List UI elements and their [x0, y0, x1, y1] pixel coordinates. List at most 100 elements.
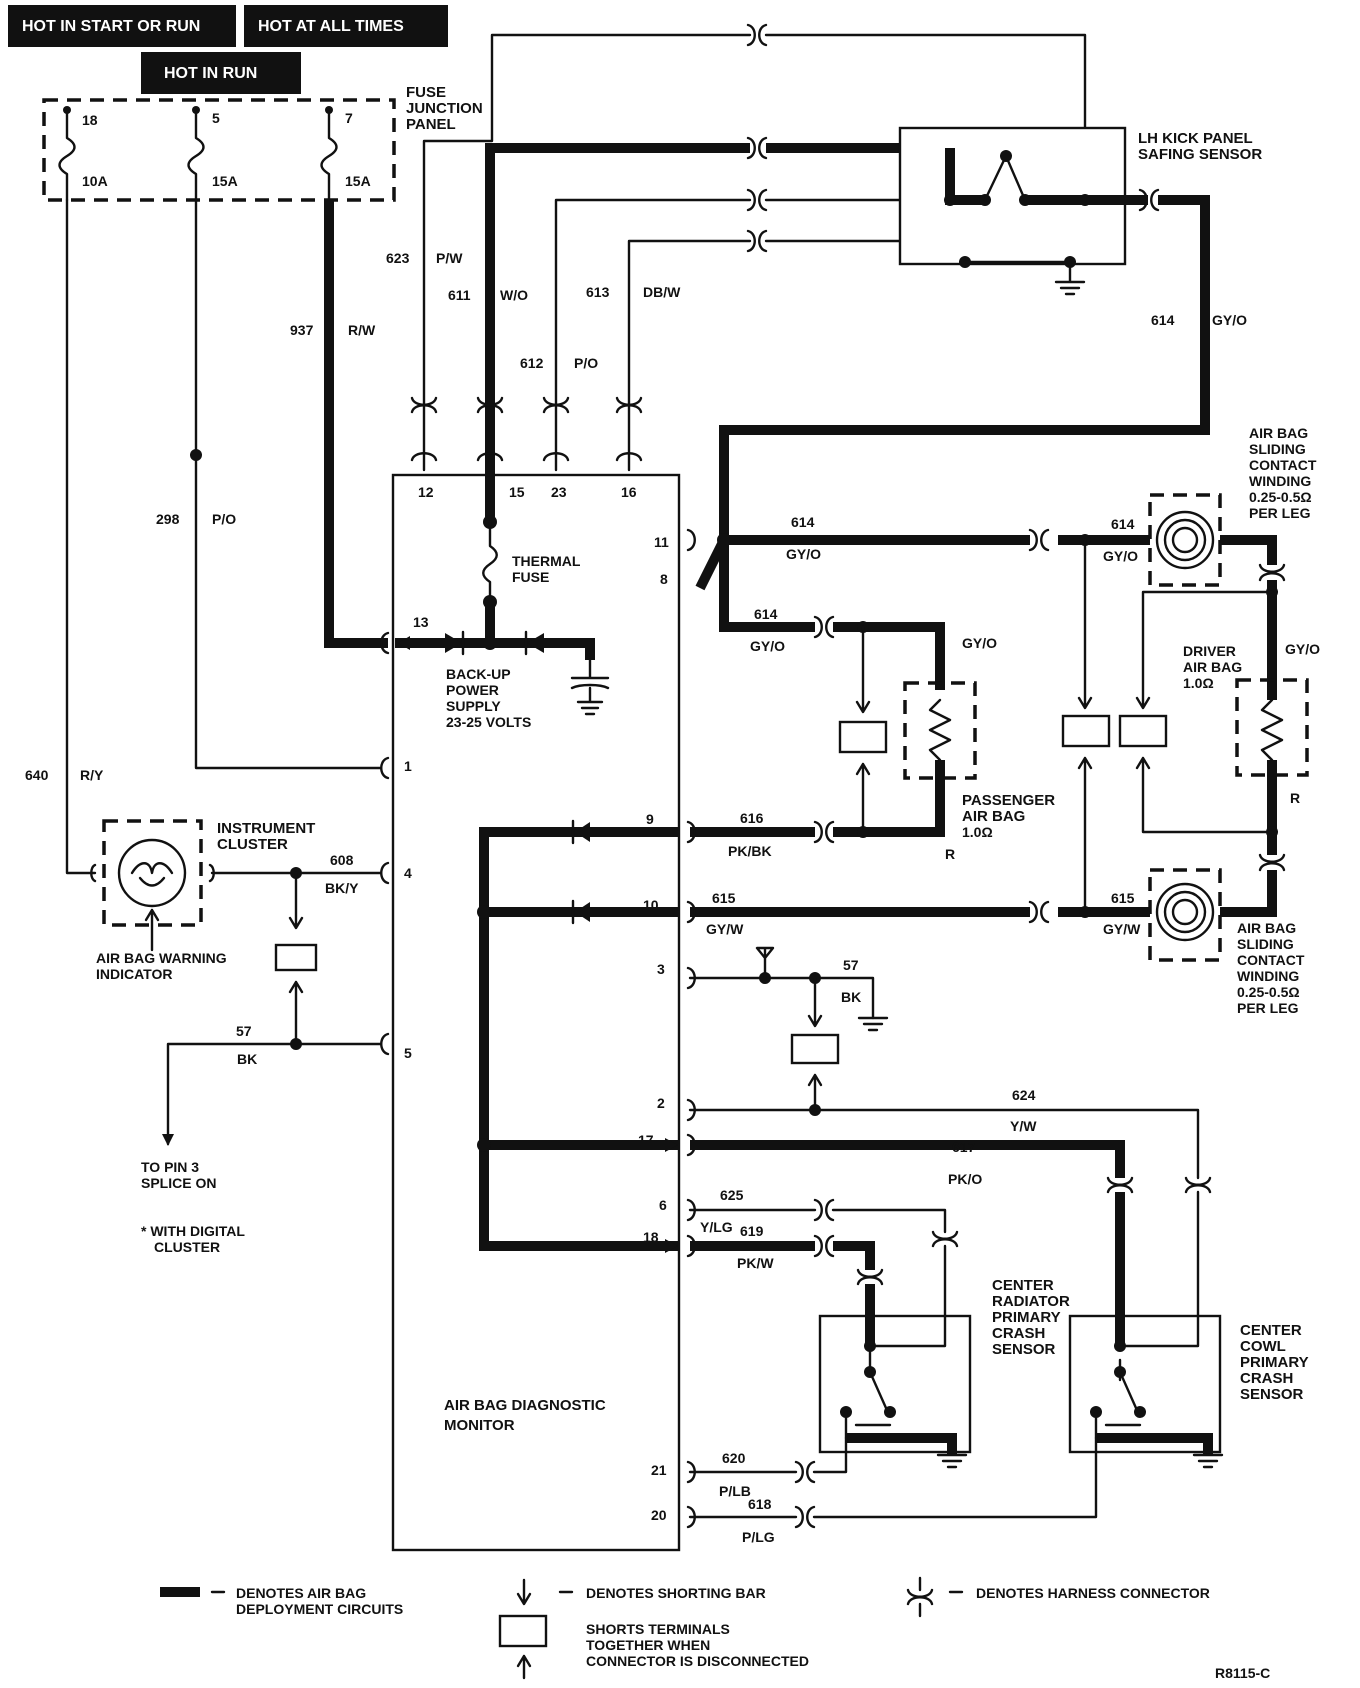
warning-indicator-pointer: [144, 908, 160, 952]
top-contact-winding-inner: [1163, 518, 1207, 562]
backup-label-3: SUPPLY: [446, 698, 501, 714]
pin-15-label: 15: [509, 484, 525, 500]
wire-612-color: P/O: [574, 355, 598, 371]
fuse-18-rating: 10A: [82, 173, 108, 189]
wire-614-passenger-color: GY/O: [750, 638, 785, 654]
wire-616-splice: [857, 826, 869, 838]
wire-616-number: 616: [740, 810, 764, 826]
wire-57-splice: [290, 1038, 302, 1050]
pin-6-label: 6: [659, 1197, 667, 1213]
wire-625-color: Y/LG: [700, 1219, 733, 1235]
wire-611-color: W/O: [500, 287, 528, 303]
driver-gyo-label: GY/O: [1285, 641, 1320, 657]
cowl-label-2: COWL: [1240, 1338, 1286, 1355]
pin-2-label: 2: [657, 1095, 665, 1111]
wire-57-left-color: BK: [237, 1051, 257, 1067]
hot-in-run-box: [141, 52, 301, 94]
bottom-contact-winding-icon: [1155, 882, 1215, 942]
bottom-winding-label-6: PER LEG: [1237, 1000, 1299, 1016]
hot-all-times-label: HOT AT ALL TIMES: [258, 18, 404, 35]
hot-start-run-label: HOT IN START OR RUN: [22, 18, 200, 35]
radiator-sensor-outline: [818, 1314, 972, 1454]
radiator-label-1: CENTER: [992, 1277, 1054, 1294]
pin-16-connector-top-icon: [615, 396, 643, 414]
safing-sensor-label-1: LH KICK PANEL: [1138, 130, 1253, 147]
bottom-contact-winding-core: [1171, 898, 1199, 926]
center-cowl-primary-crash-sensor: 617 PK/O CENTER COWL PRIMARY CRASH SENSO…: [686, 1133, 1309, 1469]
figure-id: R8115-C: [1215, 1665, 1270, 1681]
wire-625-connector-icon: [813, 1198, 835, 1222]
fuse-5-icon: [187, 108, 205, 202]
bottom-winding-label-5: 0.25-0.5Ω: [1237, 984, 1300, 1000]
wire-615-winding-color: GY/W: [1103, 921, 1141, 937]
wire-619-connector-icon: [813, 1234, 835, 1258]
pin-1-label: 1: [404, 758, 412, 774]
pin-12-connector-bottom-icon: [410, 452, 438, 462]
wire-614-feed: [719, 195, 1210, 540]
bottom-winding-label-2: SLIDING: [1237, 936, 1294, 952]
pin-15-connector-bottom-icon: [476, 452, 504, 462]
bottom-contact-winding-inner: [1163, 890, 1207, 934]
top-winding-label-2: SLIDING: [1249, 441, 1306, 457]
legend-shorts-3: CONNECTOR IS DISCONNECTED: [586, 1653, 809, 1669]
pin-17-arrow-icon: [665, 1138, 678, 1152]
driver-short-left-arrow: [1077, 538, 1093, 710]
hot-start-run-box: [8, 5, 236, 47]
wire-57-right-number: 57: [843, 957, 859, 973]
wire-937: [324, 200, 388, 648]
top-contact-winding-core: [1171, 526, 1199, 554]
fuse-18-icon: [58, 108, 76, 202]
cluster-label-1: INSTRUMENT: [217, 820, 315, 837]
top-winding-label-3: CONTACT: [1249, 457, 1317, 473]
warning-lamp-icon: [117, 838, 187, 908]
warning-indicator-label-1: AIR BAG WARNING: [96, 950, 227, 966]
to-pin-3-arrow-icon: [162, 1134, 174, 1146]
passenger-shorting-bar: [838, 720, 888, 754]
wire-57-right-color: BK: [841, 989, 861, 1005]
fuse-7-icon: [320, 108, 338, 202]
wire-612: [554, 198, 752, 472]
wire-937-color: R/W: [348, 322, 376, 338]
wire-614-passenger-2: [833, 622, 945, 690]
wire-616-connector-icon: [813, 820, 835, 844]
cowl-terminal-1: [1114, 1340, 1126, 1352]
bottom-winding-in: [1220, 870, 1277, 917]
to-pin-3-label-2: SPLICE ON: [141, 1175, 216, 1191]
wire-614-passenger-connector-icon: [813, 615, 835, 639]
top-winding-label-6: PER LEG: [1249, 505, 1311, 521]
thermal-fuse-label-2: FUSE: [512, 569, 549, 585]
diode-1-icon: [445, 633, 462, 653]
pin-23-label: 23: [551, 484, 567, 500]
digital-cluster-note-2: CLUSTER: [154, 1239, 220, 1255]
wire-618-connector-icon: [794, 1505, 816, 1529]
legend-shorts-1: SHORTS TERMINALS: [586, 1621, 730, 1637]
shorting-bar-4-5-bottom-arrow: [288, 980, 304, 1046]
pin-20-label: 20: [651, 1507, 667, 1523]
passenger-air-bag-circuit: 614 GY/O GY/O PASSENGER AIR BAG 1.0Ω R 6…: [686, 540, 1055, 862]
top-winding-label-5: 0.25-0.5Ω: [1249, 489, 1312, 505]
backup-label-1: BACK-UP: [446, 666, 511, 682]
warning-indicator-label-2: INDICATOR: [96, 966, 172, 982]
radiator-terminal-4: [884, 1406, 896, 1418]
safing-terminal-1: [944, 194, 956, 206]
wire-618-color: P/LG: [742, 1529, 775, 1545]
wire-613-color: DB/W: [643, 284, 681, 300]
shorting-bar-3-2-top-arrow: [807, 976, 823, 1028]
fuse-7-number: 7: [345, 110, 353, 126]
wire-614-winding-color: GY/O: [1103, 548, 1138, 564]
radiator-label-2: RADIATOR: [992, 1293, 1070, 1310]
wire-298-number: 298: [156, 511, 180, 527]
wire-623-connector-icon: [746, 23, 768, 47]
pin-3-label: 3: [657, 961, 665, 977]
wire-57-ground-icon: [857, 1016, 889, 1032]
fuse-junction-panel: FUSE JUNCTION PANEL 18 10A 5 15A 7 15A: [42, 84, 483, 202]
driver-short-left-lower-arrow: [1077, 756, 1093, 912]
wire-625-right: [831, 1208, 947, 1234]
cluster-label-2: CLUSTER: [217, 836, 288, 853]
passenger-short-top-arrow: [855, 625, 871, 714]
wire-617-number: 617: [952, 1139, 976, 1155]
driver-shorting-bar-right: [1118, 714, 1168, 748]
cowl-ground-wire: [1096, 1433, 1213, 1455]
wire-625-radiator-connector-icon: [931, 1230, 959, 1248]
